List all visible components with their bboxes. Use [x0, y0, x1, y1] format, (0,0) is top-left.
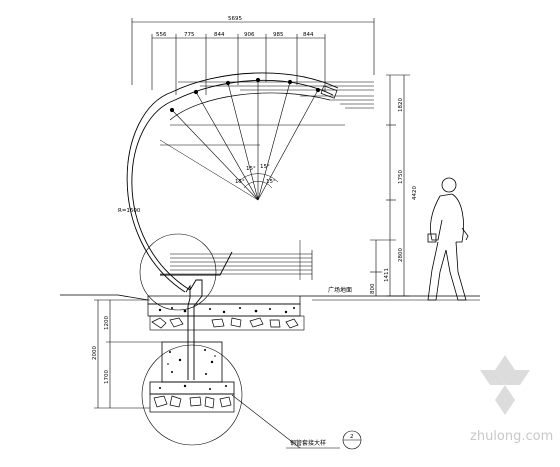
watermark-text: zhulong.com [470, 429, 553, 444]
left-dimensions [94, 299, 162, 409]
dim-right-6: 800 [370, 283, 376, 294]
radius-label: R=1600 [118, 208, 141, 214]
dim-segment-6: 844 [303, 32, 314, 38]
steel-pipe-note: 钢管套接大样 [290, 439, 326, 447]
gravel-hatch [158, 307, 295, 314]
right-dimensions [370, 74, 410, 297]
foundation [149, 341, 235, 413]
section-number: 2 [350, 434, 354, 440]
stone-course [151, 317, 299, 329]
angle-label-1: 15° [235, 179, 245, 185]
dim-right-1: 1820 [398, 98, 404, 112]
ground-surface-label: 广场地面 [328, 286, 352, 294]
detail-circle-upper [139, 233, 217, 311]
angle-label-2: 15° [246, 166, 256, 172]
dim-right-3: 4420 [412, 186, 418, 200]
detail-circle-lower [141, 344, 243, 446]
zhulong-logo [480, 355, 530, 415]
angle-label-3: 15° [260, 164, 270, 170]
dim-segment-4: 906 [244, 32, 255, 38]
dim-total-width: 5695 [228, 16, 242, 22]
dim-right-2: 1750 [398, 170, 404, 184]
dim-segment-2: 775 [184, 32, 195, 38]
human-figure [427, 177, 469, 301]
bench [147, 240, 313, 345]
dim-segment-5: 985 [273, 32, 284, 38]
section-callout [231, 394, 362, 450]
curved-canopy [126, 72, 374, 293]
concrete-stipple [159, 349, 227, 390]
angle-label-4: 15° [266, 179, 276, 185]
dim-right-4: 2800 [398, 248, 404, 262]
dim-left-1: 1200 [104, 316, 110, 330]
dim-segment-3: 844 [214, 32, 225, 38]
dim-left-2: 2000 [92, 346, 98, 360]
dim-left-3: 1700 [104, 370, 110, 384]
dim-right-5: 1411 [384, 268, 390, 282]
top-dimension-chain [131, 18, 375, 95]
dim-segment-1: 556 [156, 32, 167, 38]
rubble-stones [153, 395, 232, 409]
